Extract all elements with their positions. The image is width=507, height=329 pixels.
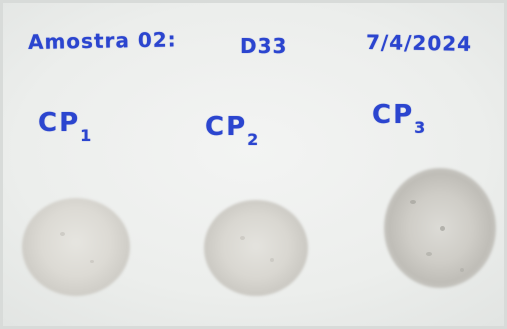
powder-pile-cp1: [22, 198, 130, 296]
specimen-label-cp2: CP2: [205, 112, 260, 149]
powder-pile-cp2: [204, 200, 308, 296]
specimen-name: CP: [38, 108, 81, 138]
specimen-label-cp1: CP1: [38, 108, 93, 145]
powder-grain: [440, 226, 445, 231]
specimen-name: CP: [372, 100, 415, 130]
date-label: 7/4/2024: [365, 30, 473, 56]
powder-grain: [410, 200, 416, 204]
powder-grain: [60, 232, 65, 236]
specimen-index: 2: [247, 130, 261, 150]
specimen-label-cp3: CP3: [372, 100, 427, 137]
powder-grain: [426, 252, 432, 256]
specimen-index: 1: [80, 126, 94, 146]
code-label: D33: [240, 34, 288, 58]
powder-grain: [240, 236, 245, 240]
powder-grain: [90, 260, 94, 263]
specimen-index: 3: [414, 118, 428, 138]
specimen-name: CP: [205, 112, 248, 142]
powder-grain: [460, 268, 464, 272]
powder-grain: [270, 258, 274, 262]
sample-label: Amostra 02:: [27, 27, 177, 54]
